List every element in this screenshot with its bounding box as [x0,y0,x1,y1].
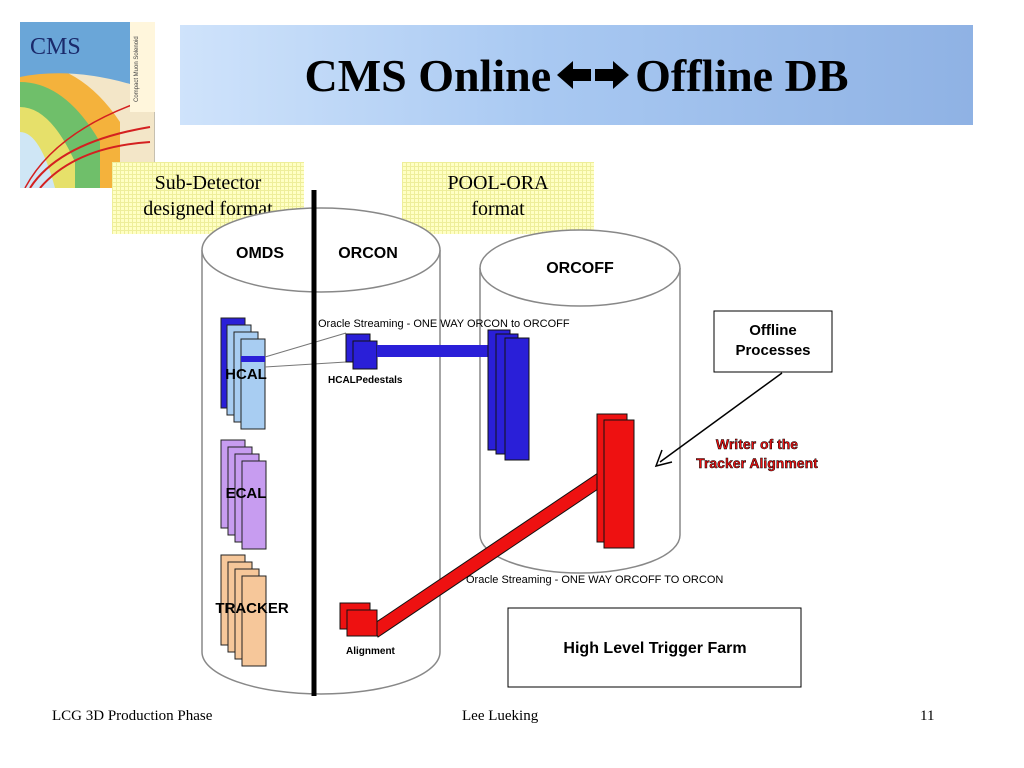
logo-subtext: Compact Muon Solenoid [134,36,140,102]
hcal-label: HCAL [225,366,267,383]
title-offline: Offline DB [635,49,849,101]
stream-bottom-label: Oracle Streaming - ONE WAY ORCOFF TO ORC… [466,574,723,586]
alignment-label: Alignment [346,646,396,657]
ecal-label: ECAL [226,485,267,502]
orcoff-label: ORCOFF [546,260,614,277]
hcal-link-line [264,332,347,358]
title-bar: CMS Online Offline DB [180,25,973,125]
page-title: CMS Online Offline DB [304,49,848,102]
offline-processes-line2: Processes [735,342,810,359]
logo-text: CMS [30,34,81,60]
bidirectional-arrow-icon [553,57,633,93]
hcal-stack: HCAL [220,317,267,430]
orcon-label: ORCON [338,245,398,262]
hcal-link-line [264,361,347,368]
tracker-stack: TRACKER [215,554,289,667]
title-online: CMS Online [304,49,552,101]
alignment-stream: Alignment [339,413,635,657]
hcal-pedestals-label: HCALPedestals [328,375,403,386]
stream-top-label: Oracle Streaming - ONE WAY ORCON to ORCO… [318,318,570,330]
cms-logo: CMS Compact Muon Solenoid [20,22,155,188]
offline-processes-box: Offline Processes [713,310,833,373]
hcal-pedestals-stream: HCALPedestals [328,329,530,461]
omds-label: OMDS [236,245,284,262]
writer-arrow-icon [654,372,783,468]
offline-processes-line1: Offline [749,322,797,339]
footer-presentation-title: LCG 3D Production Phase [52,708,213,724]
footer-author: Lee Lueking [462,708,539,724]
tracker-label: TRACKER [215,600,288,617]
hlt-farm-box: High Level Trigger Farm [507,607,802,688]
hlt-farm-label: High Level Trigger Farm [563,640,746,657]
writer-label-line1: Writer of the [716,436,798,452]
footer-page-number: 11 [920,708,935,724]
note-pool-ora-format: POOL-ORA format [402,162,594,234]
ecal-stack: ECAL [220,439,267,550]
writer-label-line2: Tracker Alignment [696,455,818,471]
